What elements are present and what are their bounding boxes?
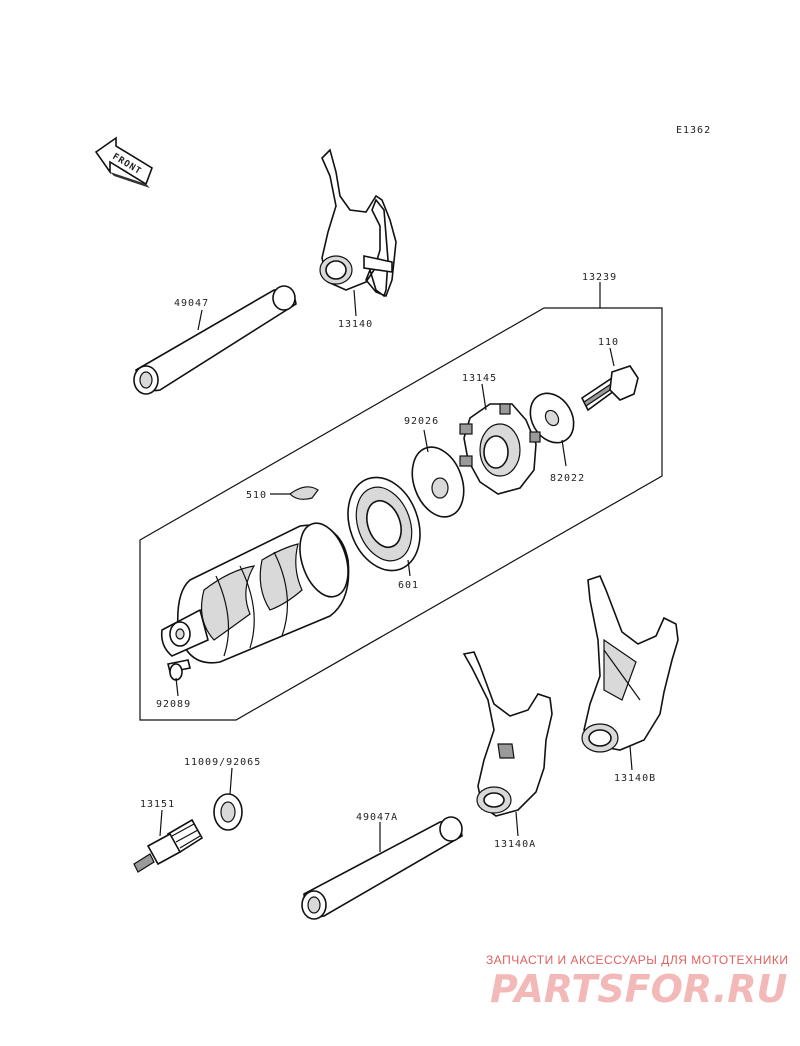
watermark-tagline: ЗАПЧАСТИ И АКСЕССУАРЫ ДЛЯ МОТОТЕХНИКИ — [486, 953, 788, 967]
label-601: 601 — [398, 580, 419, 591]
shaft-49047 — [133, 285, 297, 395]
drum-assembly-frame — [139, 307, 663, 721]
shift-drum — [160, 522, 350, 664]
label-110: 110 — [598, 337, 619, 348]
label-13140B: 13140B — [614, 773, 656, 784]
label-82022: 82022 — [550, 473, 585, 484]
label-13140A: 13140A — [494, 839, 536, 850]
gasket-11009-92065 — [213, 793, 243, 831]
shaft-49047A — [301, 816, 463, 920]
watermark-brand: PARTSFOR.RU — [490, 967, 788, 1011]
cam-plate-13145 — [459, 403, 541, 495]
pin-92089 — [167, 659, 191, 681]
washer-82022 — [529, 392, 575, 444]
label-49047A: 49047A — [356, 812, 398, 823]
switch-13151 — [133, 818, 204, 873]
key-510 — [289, 486, 319, 500]
label-92089: 92089 — [156, 699, 191, 710]
label-13145: 13145 — [462, 373, 497, 384]
label-510: 510 — [246, 490, 267, 501]
shift-fork-13140B — [581, 575, 679, 753]
label-92026: 92026 — [404, 416, 439, 427]
diagram-code: E1362 — [676, 125, 711, 136]
shift-fork-13140A — [462, 651, 553, 817]
bearing-601 — [347, 476, 421, 572]
plate-92026 — [411, 446, 465, 518]
label-13239: 13239 — [582, 272, 617, 283]
shift-fork-13140 — [319, 148, 397, 298]
label-13140: 13140 — [338, 319, 373, 330]
bolt-110 — [580, 365, 639, 412]
label-13151: 13151 — [140, 799, 175, 810]
front-arrow-icon: FRONT — [94, 136, 153, 188]
label-11009-92065: 11009/92065 — [184, 757, 261, 768]
label-49047: 49047 — [174, 298, 209, 309]
